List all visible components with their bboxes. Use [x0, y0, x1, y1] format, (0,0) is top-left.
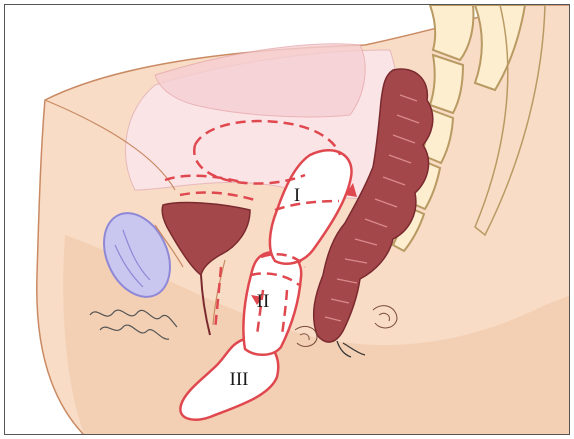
zone-label-one: I	[294, 185, 300, 206]
illustration-frame: I II III	[4, 4, 570, 435]
zone-label-three: III	[230, 369, 249, 390]
anatomical-diagram: I II III	[5, 5, 570, 435]
zone-label-two: II	[257, 291, 270, 312]
